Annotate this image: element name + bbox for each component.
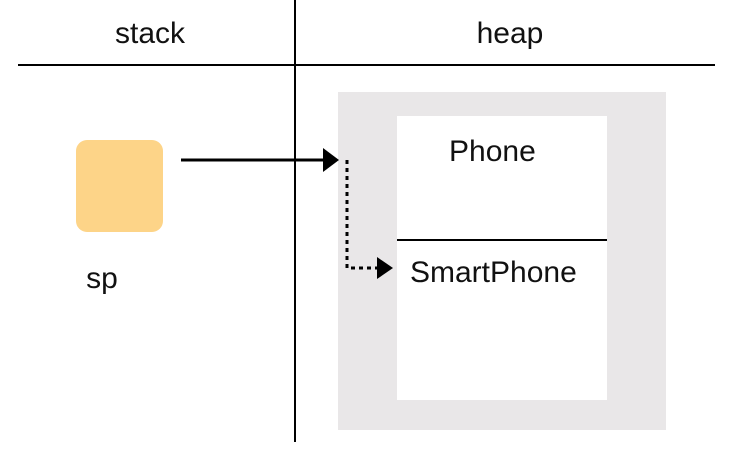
- column-divider: [294, 0, 296, 442]
- smartphone-section-label: SmartPhone: [410, 256, 577, 289]
- variable-label: sp: [86, 262, 118, 295]
- variable-box: [76, 140, 163, 232]
- stack-column-label: stack: [114, 17, 186, 50]
- object-box: [397, 116, 607, 400]
- solid-arrowhead: [323, 148, 339, 172]
- phone-section-label: Phone: [449, 135, 536, 168]
- object-section-divider: [397, 239, 607, 241]
- header-divider: [18, 64, 715, 66]
- heap-column-label: heap: [476, 17, 544, 50]
- reference-arrow-solid: [181, 148, 339, 172]
